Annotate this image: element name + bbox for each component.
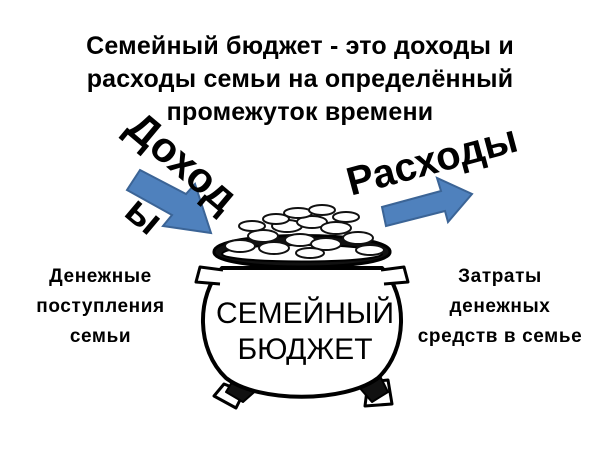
income-label-line-3: семьи (69, 326, 132, 347)
money-pot-icon (194, 204, 410, 410)
expenses-label-line-2: денежных (449, 296, 551, 317)
slide-title: Семейный бюджет - это доходы и расходы с… (0, 30, 600, 129)
expenses-label-line-1: Затраты (458, 266, 542, 287)
pot-label-line-2: БЮДЖЕТ (237, 333, 373, 366)
pot-label: СЕМЕЙНЫЙ БЮДЖЕТ (195, 296, 415, 368)
title-line-2: расходы семьи на определённый (86, 65, 514, 93)
expenses-label-line-3: средств в семье (417, 326, 583, 347)
income-label: Денежные поступления семьи (8, 262, 193, 352)
title-line-1: Семейный бюджет - это доходы и (86, 32, 514, 60)
income-label-line-2: поступления (36, 296, 165, 317)
expenses-label: Затраты денежных средств в семье (400, 262, 600, 352)
income-label-line-1: Денежные (49, 266, 152, 287)
pot-label-line-1: СЕМЕЙНЫЙ (215, 297, 395, 330)
title-line-3: промежуток времени (166, 98, 434, 126)
expenses-arrow-icon (380, 176, 474, 228)
income-arrow-icon (125, 168, 213, 235)
